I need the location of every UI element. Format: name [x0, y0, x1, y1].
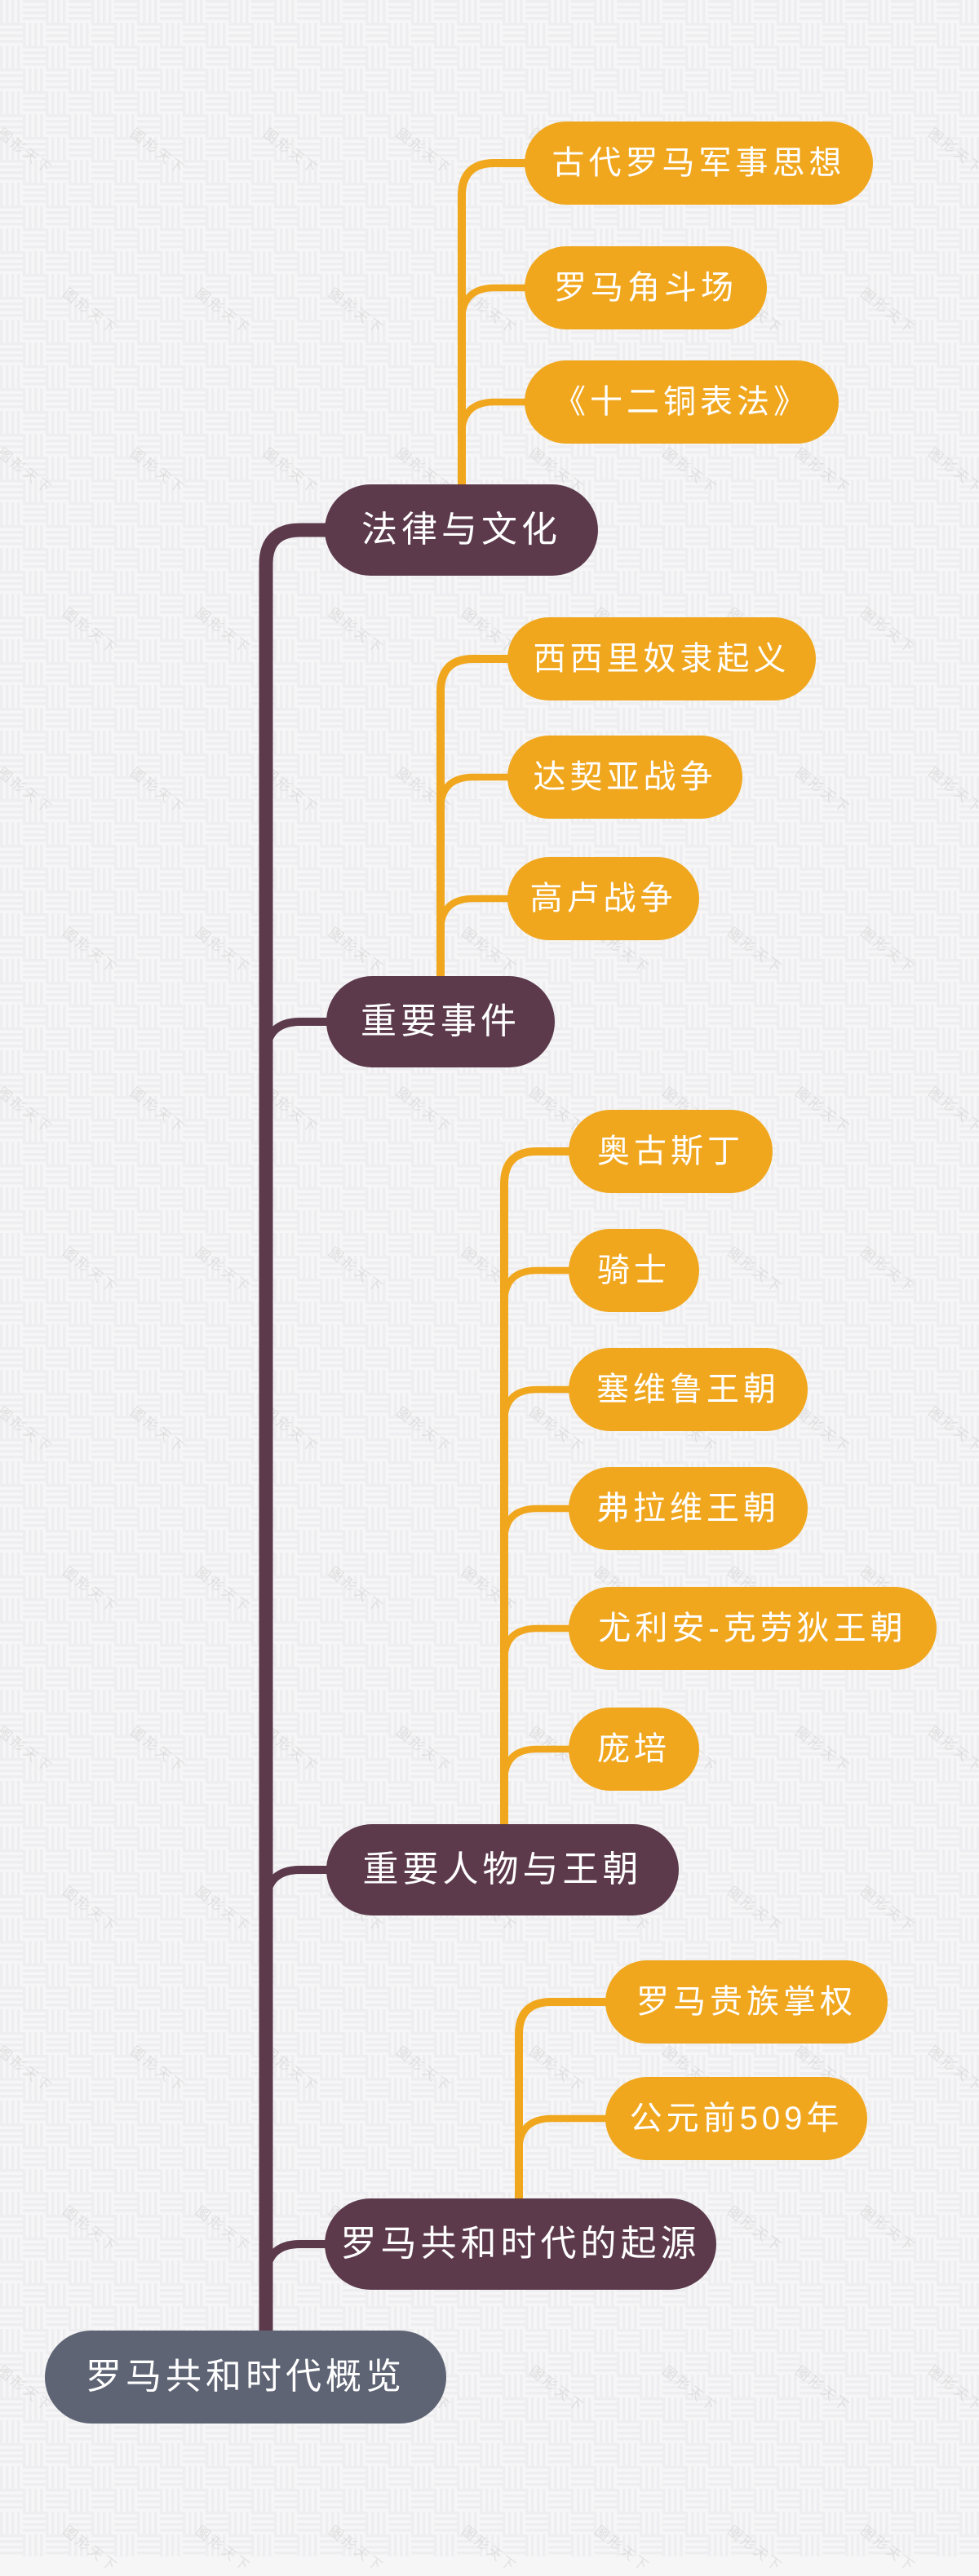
connector-group3-leaf-1 — [515, 2114, 622, 2155]
leaf-node-509-bc[interactable]: 公元前509年 — [605, 2077, 867, 2160]
leaf-node-flavian-dynasty[interactable]: 弗拉维王朝 — [569, 1467, 808, 1550]
leaf-node-gallic-wars[interactable]: 高卢战争 — [507, 857, 699, 940]
branch-node-law-culture[interactable]: 法律与文化 — [325, 484, 598, 576]
leaf-node-augustine[interactable]: 奥古斯丁 — [569, 1110, 773, 1193]
leaf-node-colosseum[interactable]: 罗马角斗场 — [525, 246, 767, 329]
connector-group2-main — [500, 1147, 586, 1833]
connector-group3-main — [515, 1998, 622, 2207]
leaf-node-julio-claudian-dynasty[interactable]: 尤利安-克劳狄王朝 — [569, 1587, 937, 1670]
connector-group2-leaf-3 — [500, 1505, 586, 1545]
leaf-node-law-military-thought[interactable]: 古代罗马军事思想 — [525, 122, 873, 205]
branch-node-important-events[interactable]: 重要事件 — [326, 976, 555, 1067]
connector-group0-main — [458, 159, 542, 493]
leaf-node-sicily-revolt[interactable]: 西西里奴隶起义 — [507, 617, 816, 700]
leaf-node-patricians-power[interactable]: 罗马贵族掌权 — [605, 1960, 888, 2044]
branch-node-figures-dynasties[interactable]: 重要人物与王朝 — [326, 1824, 679, 1915]
leaf-node-twelve-tables[interactable]: 《十二铜表法》 — [525, 360, 839, 444]
connector-trunk-branch-2 — [262, 1866, 342, 1908]
connector-trunk-branch-3 — [262, 2240, 342, 2282]
connector-group2-leaf-5 — [500, 1745, 586, 1786]
connector-group2-leaf-4 — [500, 1624, 586, 1665]
connector-trunk-branch-1 — [262, 1018, 342, 1060]
leaf-node-pompey[interactable]: 庞培 — [569, 1708, 699, 1791]
connector-group1-leaf-1 — [436, 773, 525, 814]
connector-trunk — [259, 523, 345, 2346]
root-node-overview[interactable]: 罗马共和时代概览 — [45, 2331, 446, 2424]
connector-group1-leaf-2 — [436, 895, 525, 935]
connector-group0-leaf-1 — [458, 284, 542, 325]
connector-group2-leaf-1 — [500, 1266, 586, 1307]
branch-node-republic-origins[interactable]: 罗马共和时代的起源 — [325, 2198, 716, 2290]
connector-group0-leaf-2 — [458, 398, 542, 439]
leaf-node-knights[interactable]: 骑士 — [569, 1229, 699, 1312]
connector-group1-main — [436, 655, 525, 985]
leaf-node-severan-dynasty[interactable]: 塞维鲁王朝 — [569, 1348, 808, 1431]
connector-group2-leaf-2 — [500, 1385, 586, 1426]
leaf-node-dacian-wars[interactable]: 达契亚战争 — [507, 736, 742, 819]
